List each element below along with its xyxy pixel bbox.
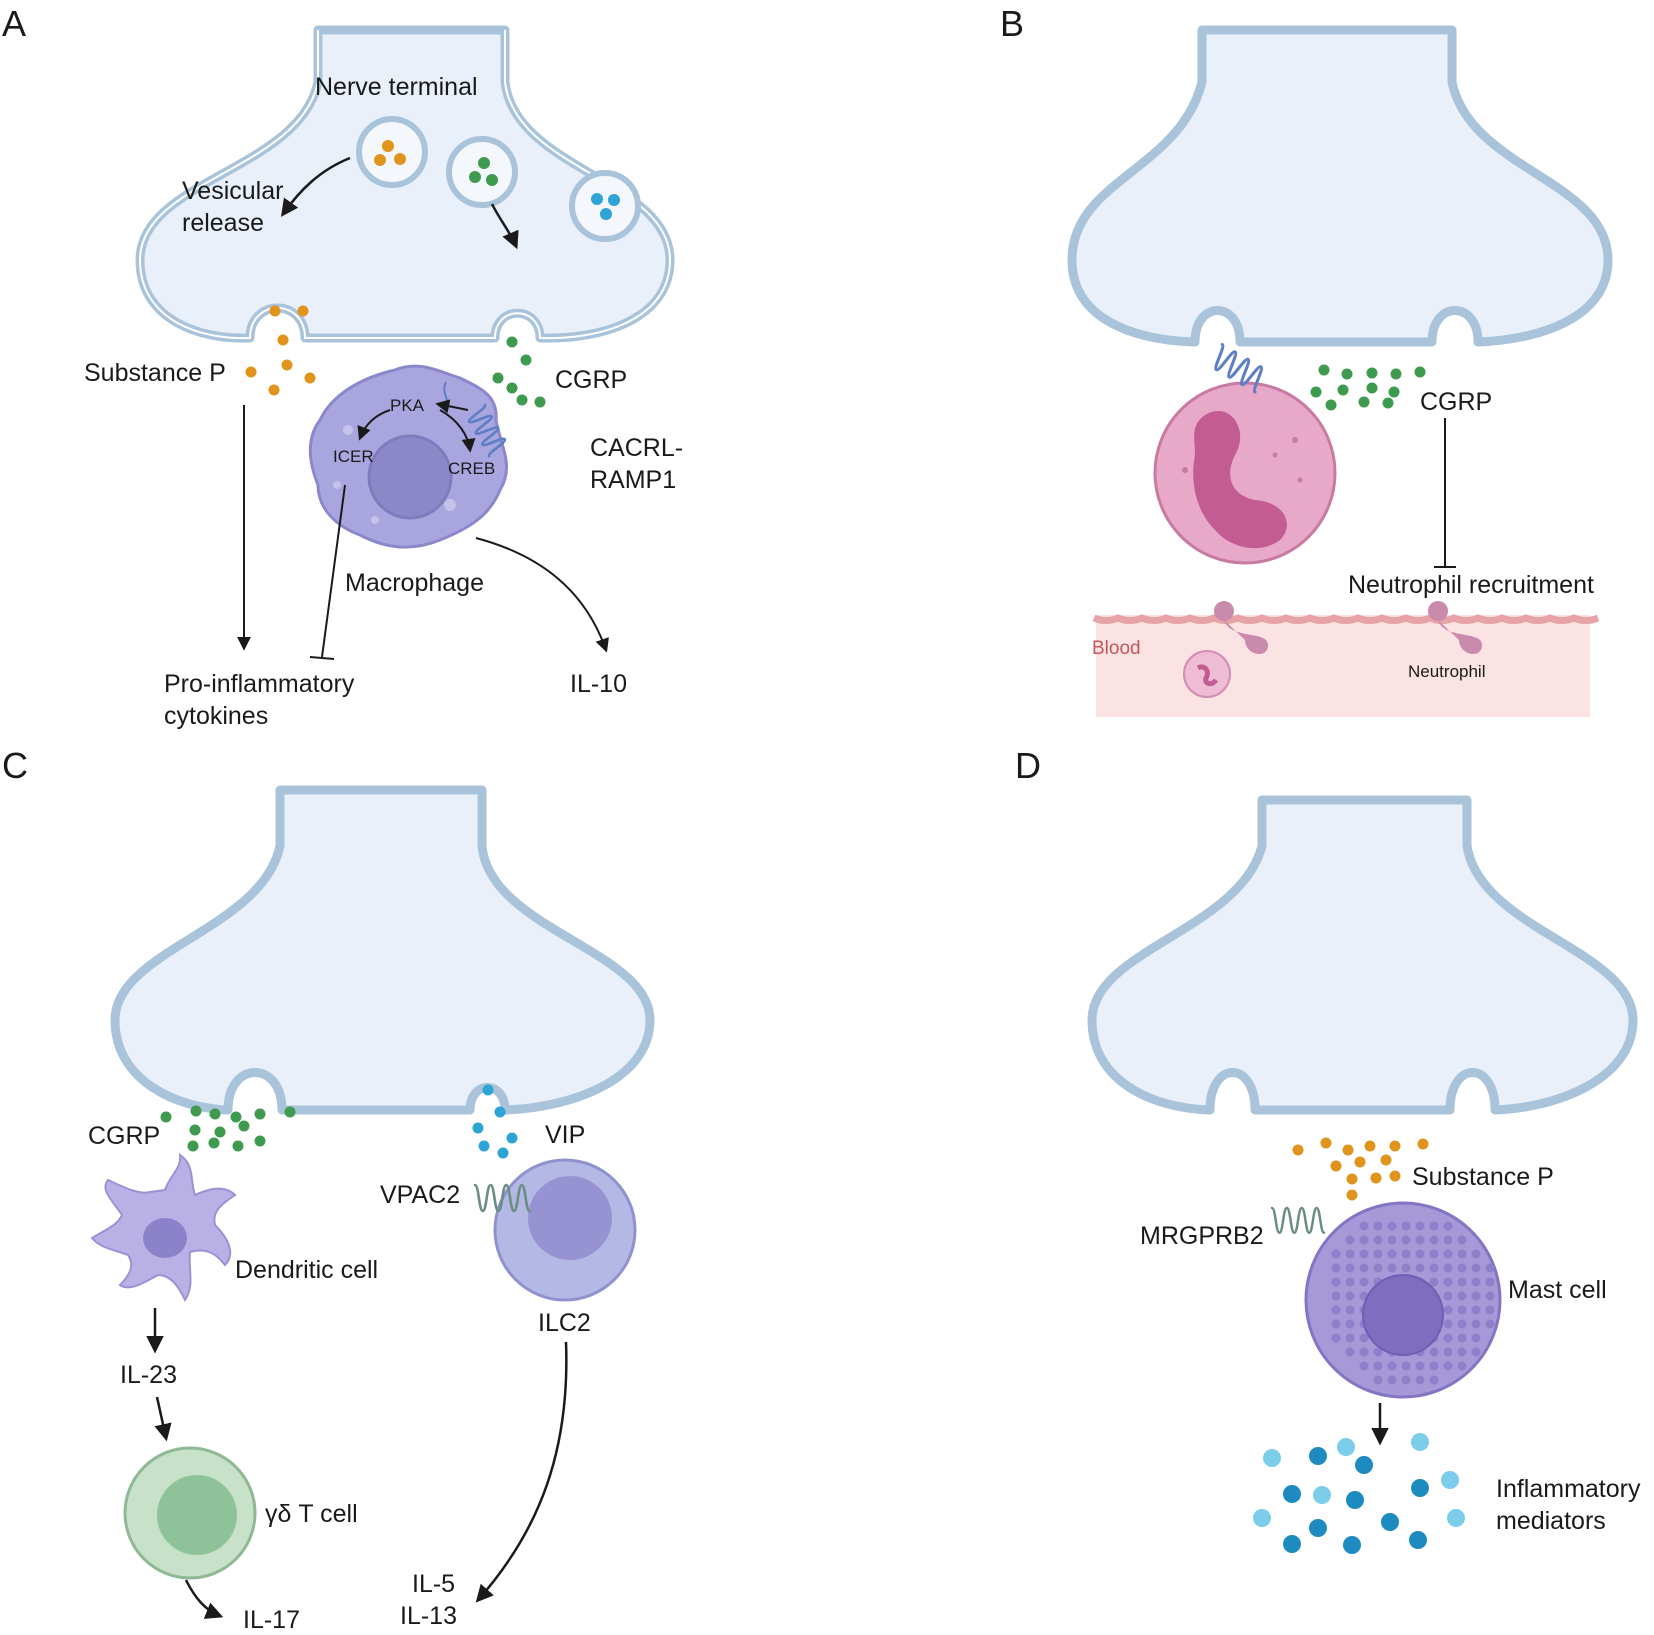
pka-label: PKA bbox=[390, 396, 425, 415]
neutrophil-cell bbox=[1153, 342, 1337, 565]
ilc2-label: ILC2 bbox=[538, 1309, 591, 1337]
vpac2-label: VPAC2 bbox=[380, 1181, 460, 1209]
substance-p-particles-a bbox=[245, 305, 316, 396]
substance-p-label-a: Substance P bbox=[84, 359, 226, 387]
cgrp-label-a: CGRP bbox=[555, 366, 627, 394]
mediators-label-1: Inflammatory bbox=[1496, 1475, 1641, 1503]
il17-label: IL-17 bbox=[243, 1606, 300, 1634]
il23-label: IL-23 bbox=[120, 1361, 177, 1389]
dendritic-cell bbox=[90, 1152, 237, 1303]
blood-vessel bbox=[1092, 601, 1600, 717]
panel-b: B CGRP Neutrophil recruitment Blood Neut… bbox=[1000, 3, 1613, 717]
panel-d: D Substance P MRGPRB2 Mast cell Inflamma… bbox=[1015, 745, 1641, 1554]
macrophage-cell bbox=[308, 364, 510, 549]
mediator-particle bbox=[1381, 1513, 1399, 1531]
vip-particles bbox=[472, 1084, 518, 1159]
mediator-particle bbox=[1283, 1535, 1301, 1553]
mast-cell bbox=[1270, 1201, 1502, 1399]
gamma-delta-t-cell bbox=[123, 1446, 257, 1580]
receptor-label-a-2: RAMP1 bbox=[590, 466, 676, 494]
mediator-particle bbox=[1283, 1485, 1301, 1503]
mediator-particle bbox=[1337, 1438, 1355, 1456]
vesicular-label-2: release bbox=[182, 209, 264, 237]
ilc2-cell bbox=[473, 1158, 637, 1302]
cytokines-label-2: cytokines bbox=[164, 702, 268, 730]
neutrophil-recruitment-label: Neutrophil recruitment bbox=[1348, 571, 1594, 599]
mediator-particle bbox=[1309, 1519, 1327, 1537]
vip-label: VIP bbox=[545, 1121, 585, 1149]
cgrp-particles-c bbox=[160, 1105, 296, 1152]
receptor-label-a-1: CACRL- bbox=[590, 434, 683, 462]
mediator-particle bbox=[1409, 1531, 1427, 1549]
vesicle-orange bbox=[356, 116, 428, 188]
icer-label: ICER bbox=[333, 447, 374, 466]
mediator-particle bbox=[1343, 1536, 1361, 1554]
mediator-particle bbox=[1309, 1447, 1327, 1465]
panel-a: A Nerve terminal Vesicular release Subst… bbox=[2, 3, 683, 730]
mediator-particle bbox=[1441, 1471, 1459, 1489]
mediator-particle bbox=[1411, 1433, 1429, 1451]
mrgprb2-label: MRGPRB2 bbox=[1140, 1222, 1264, 1250]
neutrophil-label: Neutrophil bbox=[1408, 662, 1486, 681]
cgrp-particles-a bbox=[492, 336, 546, 408]
mediator-particle bbox=[1346, 1491, 1364, 1509]
panel-b-letter: B bbox=[1000, 3, 1024, 44]
mast-cell-label: Mast cell bbox=[1508, 1276, 1607, 1304]
mediator-particle bbox=[1263, 1449, 1281, 1467]
mediator-particle bbox=[1253, 1509, 1271, 1527]
nerve-terminal-d bbox=[1087, 795, 1638, 1115]
cgrp-particles-b bbox=[1310, 364, 1426, 411]
dendritic-cell-label: Dendritic cell bbox=[235, 1256, 378, 1284]
panel-d-letter: D bbox=[1015, 745, 1041, 786]
t-cell-label: γδ T cell bbox=[265, 1500, 358, 1528]
nerve-terminal-c bbox=[110, 785, 655, 1115]
cgrp-label-c: CGRP bbox=[88, 1122, 160, 1150]
inflammatory-mediators bbox=[1253, 1433, 1465, 1554]
il10-label: IL-10 bbox=[570, 670, 627, 698]
panel-a-letter: A bbox=[2, 3, 26, 44]
creb-label: CREB bbox=[448, 459, 495, 478]
cytokines-label-1: Pro-inflammatory bbox=[164, 670, 355, 698]
il13-label: IL-13 bbox=[400, 1602, 457, 1630]
macrophage-label: Macrophage bbox=[345, 569, 484, 597]
vesicle-blue bbox=[569, 170, 641, 242]
mediator-particle bbox=[1411, 1479, 1429, 1497]
mediators-label-2: mediators bbox=[1496, 1507, 1606, 1535]
il5-label: IL-5 bbox=[412, 1570, 455, 1598]
panel-c-letter: C bbox=[2, 745, 28, 786]
substance-p-label-d: Substance P bbox=[1412, 1163, 1554, 1191]
nerve-terminal-label: Nerve terminal bbox=[315, 73, 478, 101]
vesicle-green bbox=[446, 136, 518, 208]
panel-c: C CGRP VIP Dendritic cell VPAC2 ILC2 IL-… bbox=[2, 745, 655, 1634]
blood-label: Blood bbox=[1092, 638, 1141, 659]
nerve-terminal-b bbox=[1067, 25, 1613, 347]
substance-p-particles-d bbox=[1292, 1137, 1429, 1201]
mediator-particle bbox=[1355, 1456, 1373, 1474]
cgrp-label-b: CGRP bbox=[1420, 388, 1492, 416]
vesicular-label-1: Vesicular bbox=[182, 177, 283, 205]
mediator-particle bbox=[1447, 1509, 1465, 1527]
mediator-particle bbox=[1313, 1486, 1331, 1504]
